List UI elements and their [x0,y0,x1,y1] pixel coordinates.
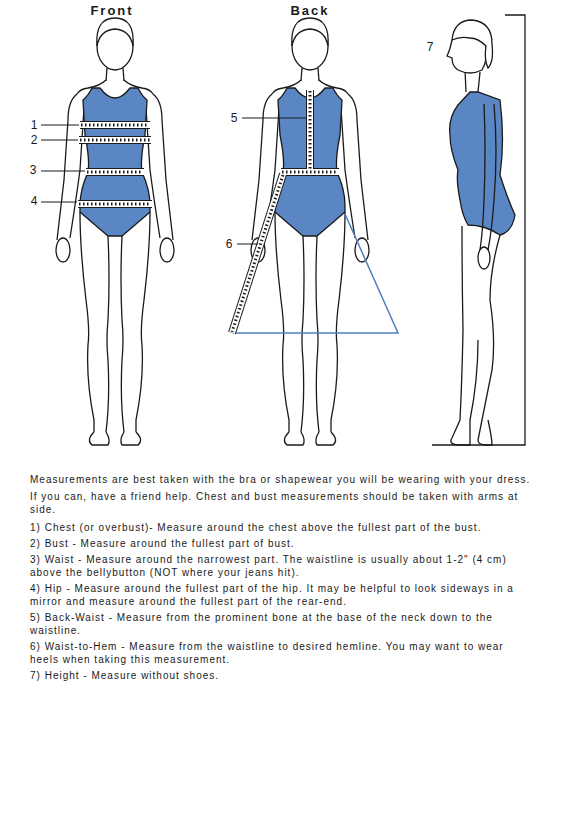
tape-measure [79,137,151,143]
leader-line [237,244,258,245]
callout-number: 3 [27,163,39,177]
callout-number: 5 [228,111,240,125]
tape-measure [232,174,283,333]
leader-line [41,171,85,172]
leader-line [242,118,306,119]
tape-measure [282,171,338,174]
view-heading: Back [260,3,360,18]
side-figure [478,247,490,269]
tape-measure [78,90,339,333]
instruction-text: 1) Chest (or overbust)- Measure around t… [30,521,535,534]
side-figure [451,226,478,445]
side-figure [478,72,480,92]
side-figure [488,104,496,250]
hemline-triangle [236,214,398,333]
tape-measure [307,90,313,172]
callout-number: 7 [424,40,436,54]
instruction-text: If you can, have a friend help. Chest an… [30,490,535,516]
tape-measure [232,174,283,333]
instruction-text: Measurements are best taken with the bra… [30,473,535,486]
tape-measure [309,91,312,171]
side-figure [452,20,493,68]
front-figure [56,18,174,445]
tape-measure [87,171,143,174]
tape-measure [80,122,150,128]
tape-measure [78,90,339,333]
leader-line [41,125,79,126]
side-figure [432,15,525,445]
instruction-text: 2) Bust - Measure around the fullest par… [30,537,535,550]
callout-number: 4 [28,194,40,208]
side-figure [432,15,525,445]
leader-line [41,140,78,141]
tape-measure [79,136,151,144]
instruction-text: 3) Waist - Measure around the narrowest … [30,553,535,579]
instruction-text: 4) Hip - Measure around the fullest part… [30,582,535,608]
front-figure [56,18,174,445]
instruction-text: 7) Height - Measure without shoes. [30,669,535,682]
tape-measure [306,90,314,172]
instruction-text: 5) Back-Waist - Measure from the promine… [30,611,535,637]
tape-measure [81,124,149,127]
side-figure [450,92,515,235]
leader-line [41,118,306,244]
callout-number: 1 [28,118,40,132]
tape-measure [86,169,144,175]
tape-measure [80,121,150,129]
tape-measure [79,91,338,332]
view-heading: Front [62,3,162,18]
callout-number: 2 [28,133,40,147]
side-figure [478,235,500,445]
callout-number: 6 [223,237,235,251]
tape-measure [232,175,283,332]
side-figure [447,40,487,73]
tape-measure [80,139,150,142]
tape-measure [78,200,152,208]
instruction-text: 6) Waist-to-Hem - Measure from the waist… [30,640,535,666]
leader-line [41,202,77,203]
hemline-triangle [236,214,398,333]
tape-measure [78,201,152,207]
side-figure [480,104,485,250]
tape-measure [78,90,339,333]
tape-measure [86,168,144,176]
tape-measure [79,203,151,206]
